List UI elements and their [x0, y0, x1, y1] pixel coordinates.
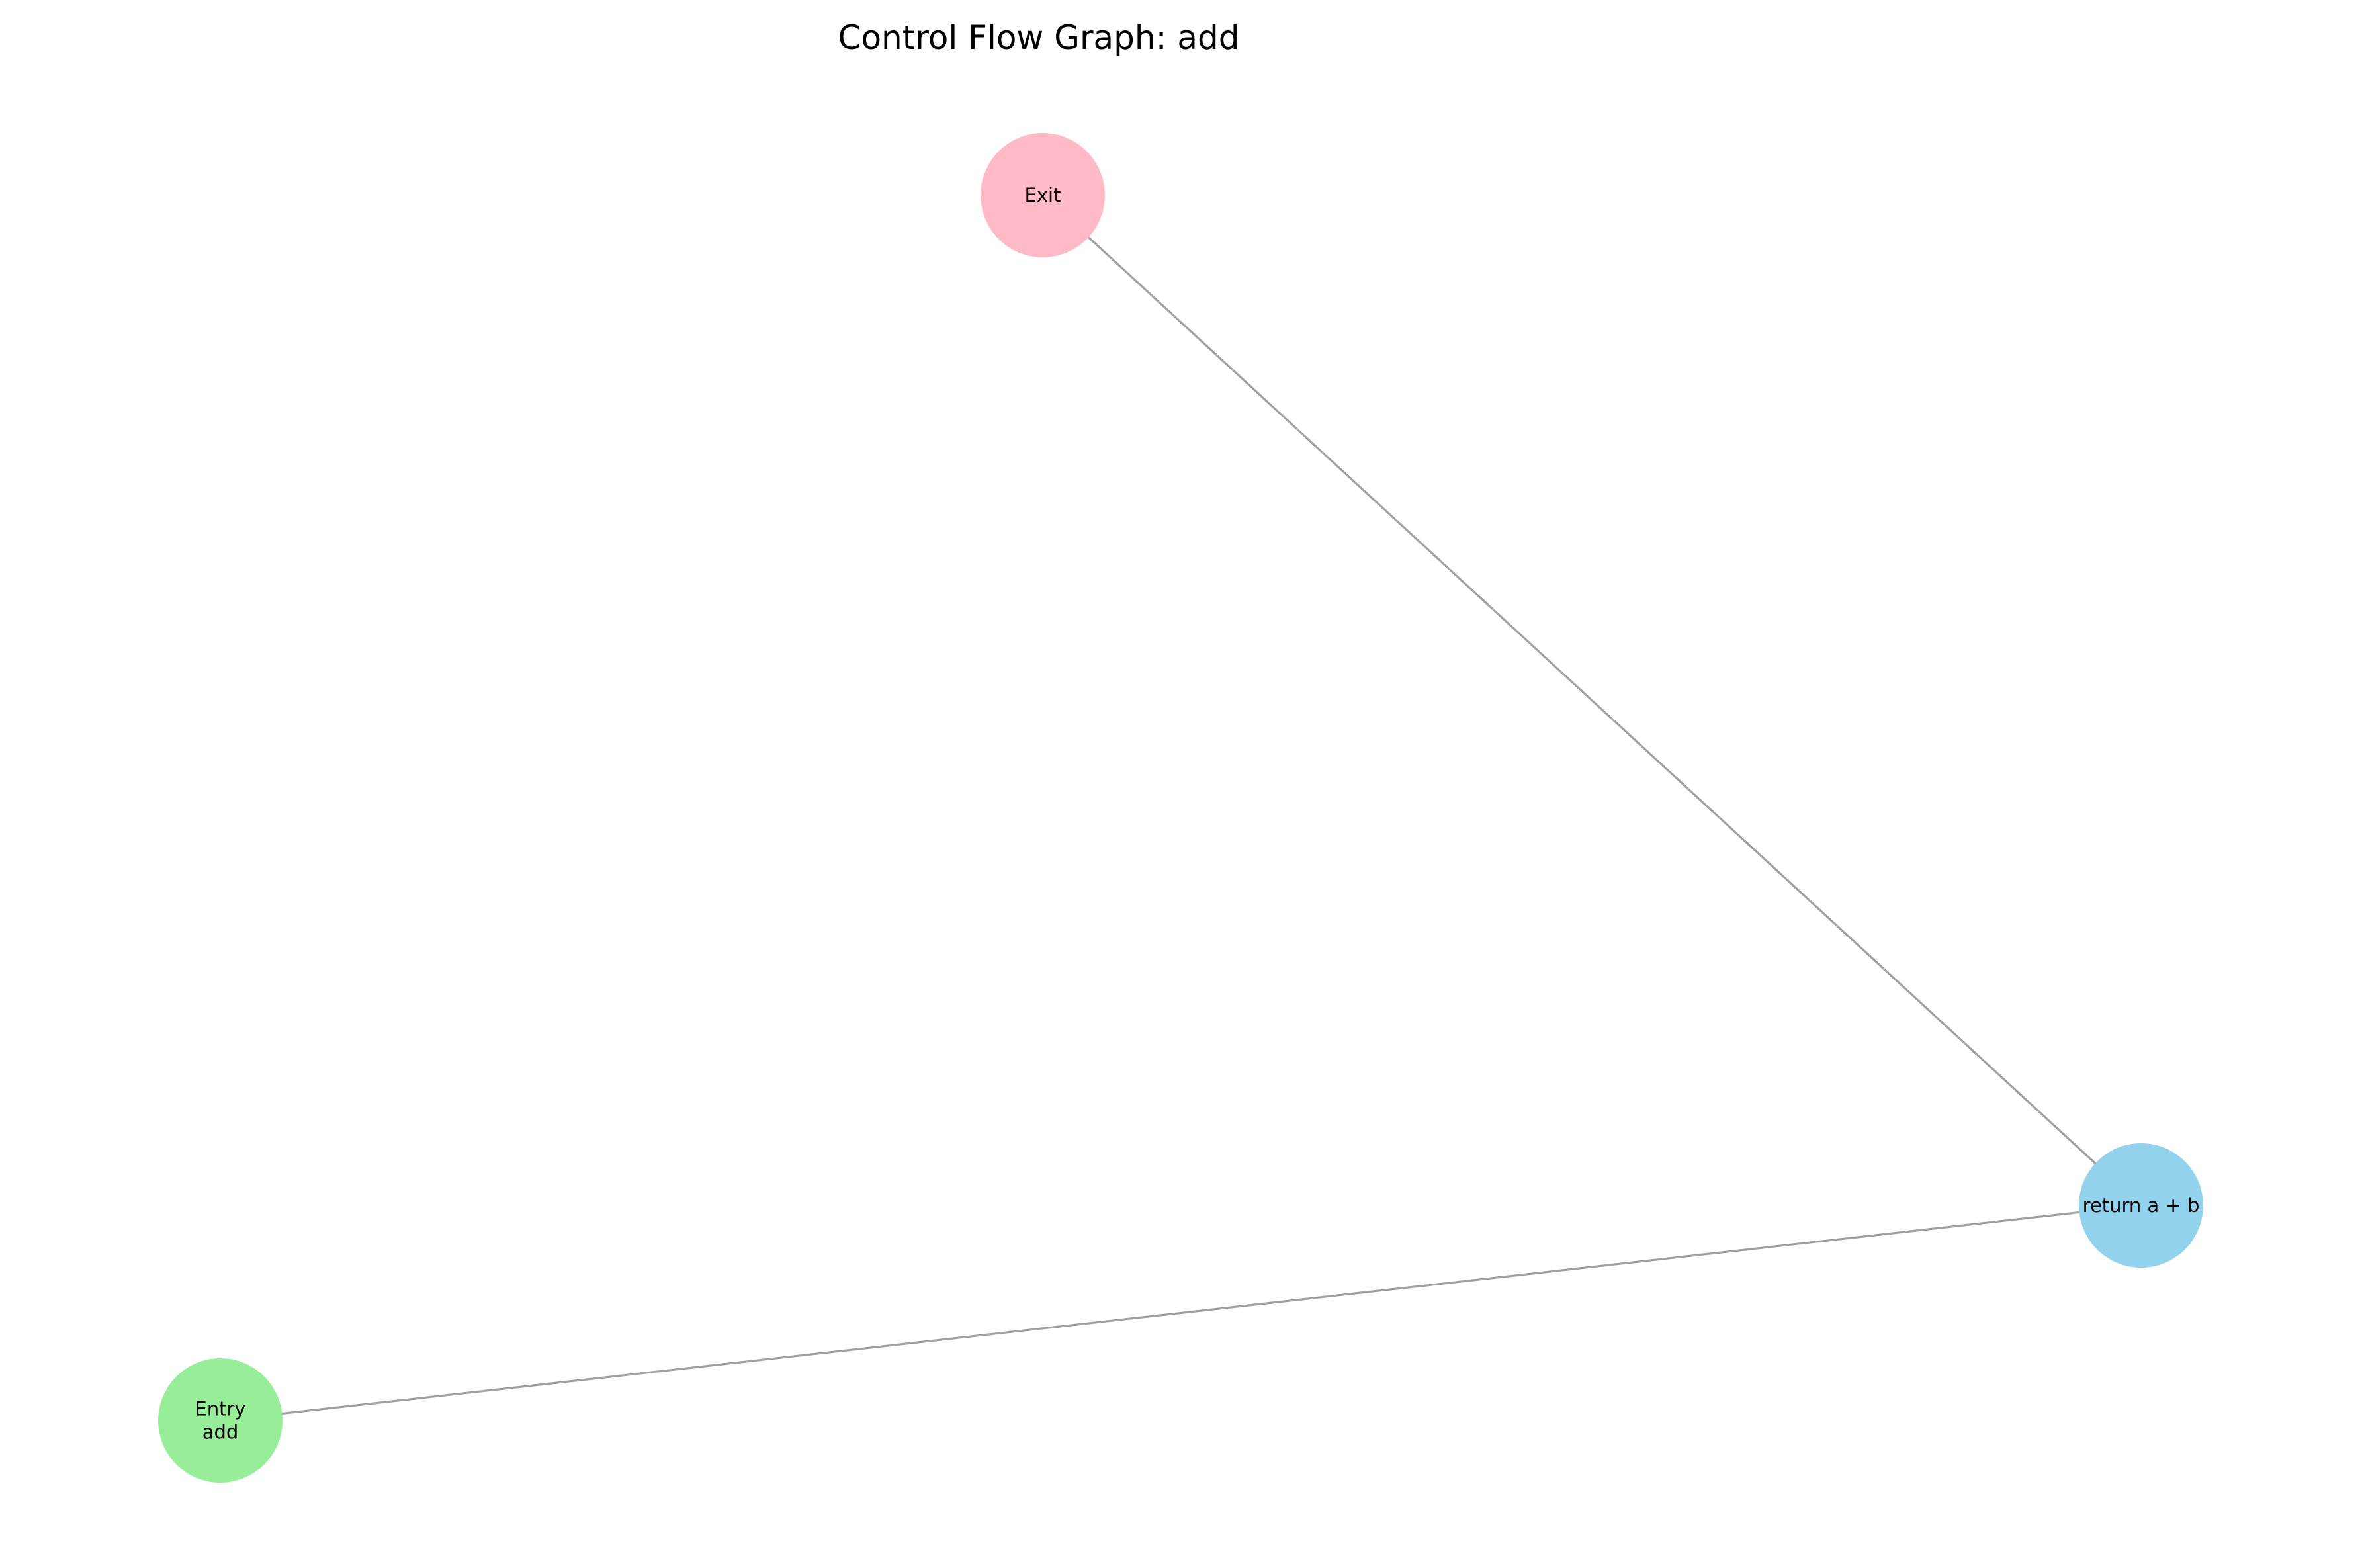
node-label-entry-line-2: add: [202, 1421, 239, 1444]
node-stmt[interactable]: return a + b: [2079, 1143, 2203, 1268]
node-label-exit: Exit: [1025, 184, 1061, 206]
edge-entry-to-stmt: [247, 1207, 2111, 1418]
node-label-stmt: return a + b: [2083, 1194, 2200, 1217]
edge-stmt-to-exit: [1065, 215, 2121, 1188]
node-circle-exit: [981, 133, 1105, 257]
graph-title: Control Flow Graph: add: [838, 19, 1240, 57]
node-exit[interactable]: Exit: [981, 133, 1105, 257]
node-circle-entry: [158, 1358, 283, 1483]
node-circle-stmt: [2079, 1143, 2203, 1268]
node-label-entry-line-1: Entry: [195, 1398, 245, 1420]
edges-layer: [247, 215, 2121, 1418]
